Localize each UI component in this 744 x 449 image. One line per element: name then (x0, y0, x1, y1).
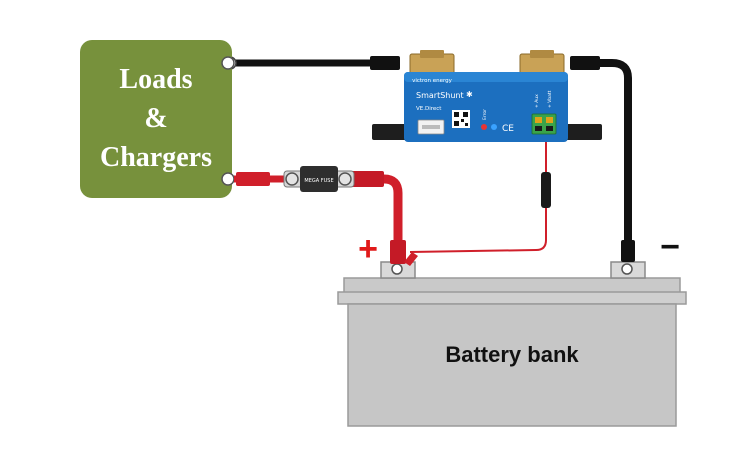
inline-fuse-holder (541, 172, 551, 208)
fuse-bolt-icon (285, 172, 299, 186)
loads-chargers-panel (80, 40, 232, 198)
battery-body (347, 303, 677, 427)
vbatt-label: + Vbatt (547, 90, 553, 108)
shunt-housing (404, 72, 568, 142)
chargers-label: Chargers (100, 142, 212, 173)
mega-fuse: MEGA FUSE (283, 166, 355, 192)
battery-negative-terminal (610, 261, 646, 279)
shunt-port-label: VE.Direct (416, 106, 442, 112)
positive-cable: MEGA FUSE (234, 166, 406, 264)
shunt-battery-connector (519, 50, 565, 75)
shunt-housing-highlight (404, 72, 568, 82)
cable-lug (370, 56, 400, 70)
negative-stud-icon (221, 56, 235, 70)
fuse-label: MEGA FUSE (304, 178, 333, 184)
error-led-icon (481, 124, 487, 130)
fuse-body (300, 166, 338, 192)
bluetooth-icon: ✱ (466, 90, 473, 99)
loads-label: Loads (119, 64, 192, 95)
negative-symbol: − (660, 228, 680, 266)
fuse-bolt-icon (338, 172, 352, 186)
ce-mark: CE (502, 124, 514, 134)
terminal-block (531, 113, 557, 135)
cable-lug (570, 56, 600, 70)
vbatt-sense-wire (404, 132, 551, 266)
shunt-model: SmartShunt (416, 91, 464, 100)
battery-bank: Battery bank (337, 261, 687, 427)
cable-lug (236, 172, 270, 186)
cable-lug (390, 240, 406, 264)
shunt-negative-connector (409, 50, 455, 75)
error-label: Error (482, 109, 488, 120)
battery-lid-rim (337, 291, 687, 305)
smartshunt: victron energy SmartShunt ✱ VE.Direct Er… (372, 50, 602, 142)
shunt-brand: victron energy (412, 78, 453, 84)
qr-code (452, 110, 470, 128)
ampersand-label: & (144, 103, 167, 134)
battery-label: Battery bank (445, 342, 579, 367)
loads-chargers-box: Loads & Chargers (80, 40, 235, 198)
positive-symbol: + (358, 230, 378, 268)
vedirect-pins (422, 125, 440, 129)
status-led-icon (491, 124, 497, 130)
aux-label: + Aux (534, 94, 540, 108)
positive-stud-icon (221, 172, 235, 186)
cable-lug (350, 171, 384, 187)
cable-lug (621, 240, 635, 262)
sense-wire-lug (404, 252, 418, 266)
